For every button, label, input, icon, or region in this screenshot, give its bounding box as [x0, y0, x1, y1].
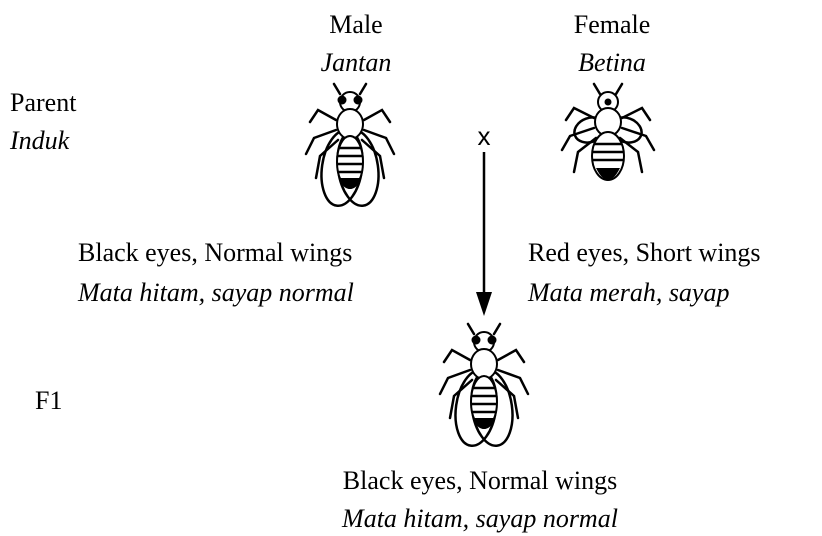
female-fruit-fly-icon: [558, 82, 658, 192]
parent-label-translation: Induk: [10, 128, 69, 154]
f1-traits-translation: Mata hitam, sayap normal: [342, 506, 618, 532]
male-label: Male: [329, 12, 382, 38]
arrow-down-icon: [472, 152, 496, 318]
female-label: Female: [574, 12, 651, 38]
female-traits-translation: Mata merah, sayap: [528, 280, 729, 306]
female-label-translation: Betina: [578, 50, 646, 76]
f1-traits: Black eyes, Normal wings: [343, 468, 617, 494]
male-label-translation: Jantan: [321, 50, 392, 76]
f1-label: F1: [35, 388, 62, 414]
f1-fruit-fly-icon: [434, 322, 534, 452]
male-traits-translation: Mata hitam, sayap normal: [78, 280, 354, 306]
male-fruit-fly-icon: [300, 82, 400, 212]
male-traits: Black eyes, Normal wings: [78, 240, 352, 266]
cross-symbol: x: [478, 123, 491, 149]
female-traits: Red eyes, Short wings: [528, 240, 761, 266]
parent-label: Parent: [10, 90, 76, 116]
